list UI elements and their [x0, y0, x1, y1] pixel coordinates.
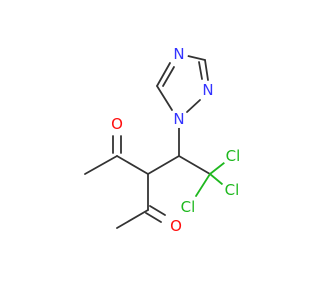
atom-nitrogen-2: N: [199, 81, 217, 99]
atom-label-cl1: Cl: [226, 147, 241, 165]
atom-label-cl2: Cl: [225, 181, 240, 199]
atom-chlorine-3: Cl: [177, 196, 199, 218]
bond-c3ring-n2-a: [204, 59, 209, 81]
bond-c4-methyl2: [116, 209, 149, 229]
bond-n1-c5ring: [156, 85, 173, 111]
atom-label-n1: N: [173, 110, 184, 128]
atom-label-n2: N: [202, 81, 213, 99]
atom-nitrogen-4: N: [170, 45, 188, 63]
bond-methyl1-c2: [84, 155, 118, 175]
bond-c3ring-n2-b: [198, 61, 203, 80]
atom-label-o1: O: [111, 115, 123, 133]
atom-chlorine-1: Cl: [222, 145, 244, 167]
atom-chlorine-2: Cl: [221, 179, 243, 201]
atom-oxygen-1: O: [108, 115, 126, 133]
bond-c6-cl3: [195, 173, 211, 197]
atom-label-n4: N: [173, 45, 184, 63]
bond-c5ring-n4-b: [162, 66, 175, 87]
bond-c6-cl2: [209, 173, 223, 185]
bond-n4-c3ring: [187, 55, 206, 61]
bond-c5-c6: [178, 155, 211, 175]
bond-c4-o2-a: [149, 205, 166, 216]
atom-nitrogen-1: N: [170, 110, 188, 128]
atom-label-o2: O: [170, 217, 182, 235]
atom-label-cl3: Cl: [181, 198, 196, 216]
bond-c3-c5: [147, 155, 180, 175]
bond-c6-cl1: [209, 162, 225, 175]
bond-c5ring-n4-a: [156, 62, 171, 87]
atom-labels: O O N N N Cl Cl Cl: [108, 45, 244, 235]
bonds: [84, 55, 225, 229]
bond-c2-c3: [116, 155, 149, 175]
molecule-structure-diagram: O O N N N Cl Cl Cl: [84, 45, 244, 235]
atom-oxygen-2: O: [167, 217, 185, 235]
bond-n2-n1: [186, 99, 201, 113]
bond-c4-o2-b: [145, 212, 162, 223]
